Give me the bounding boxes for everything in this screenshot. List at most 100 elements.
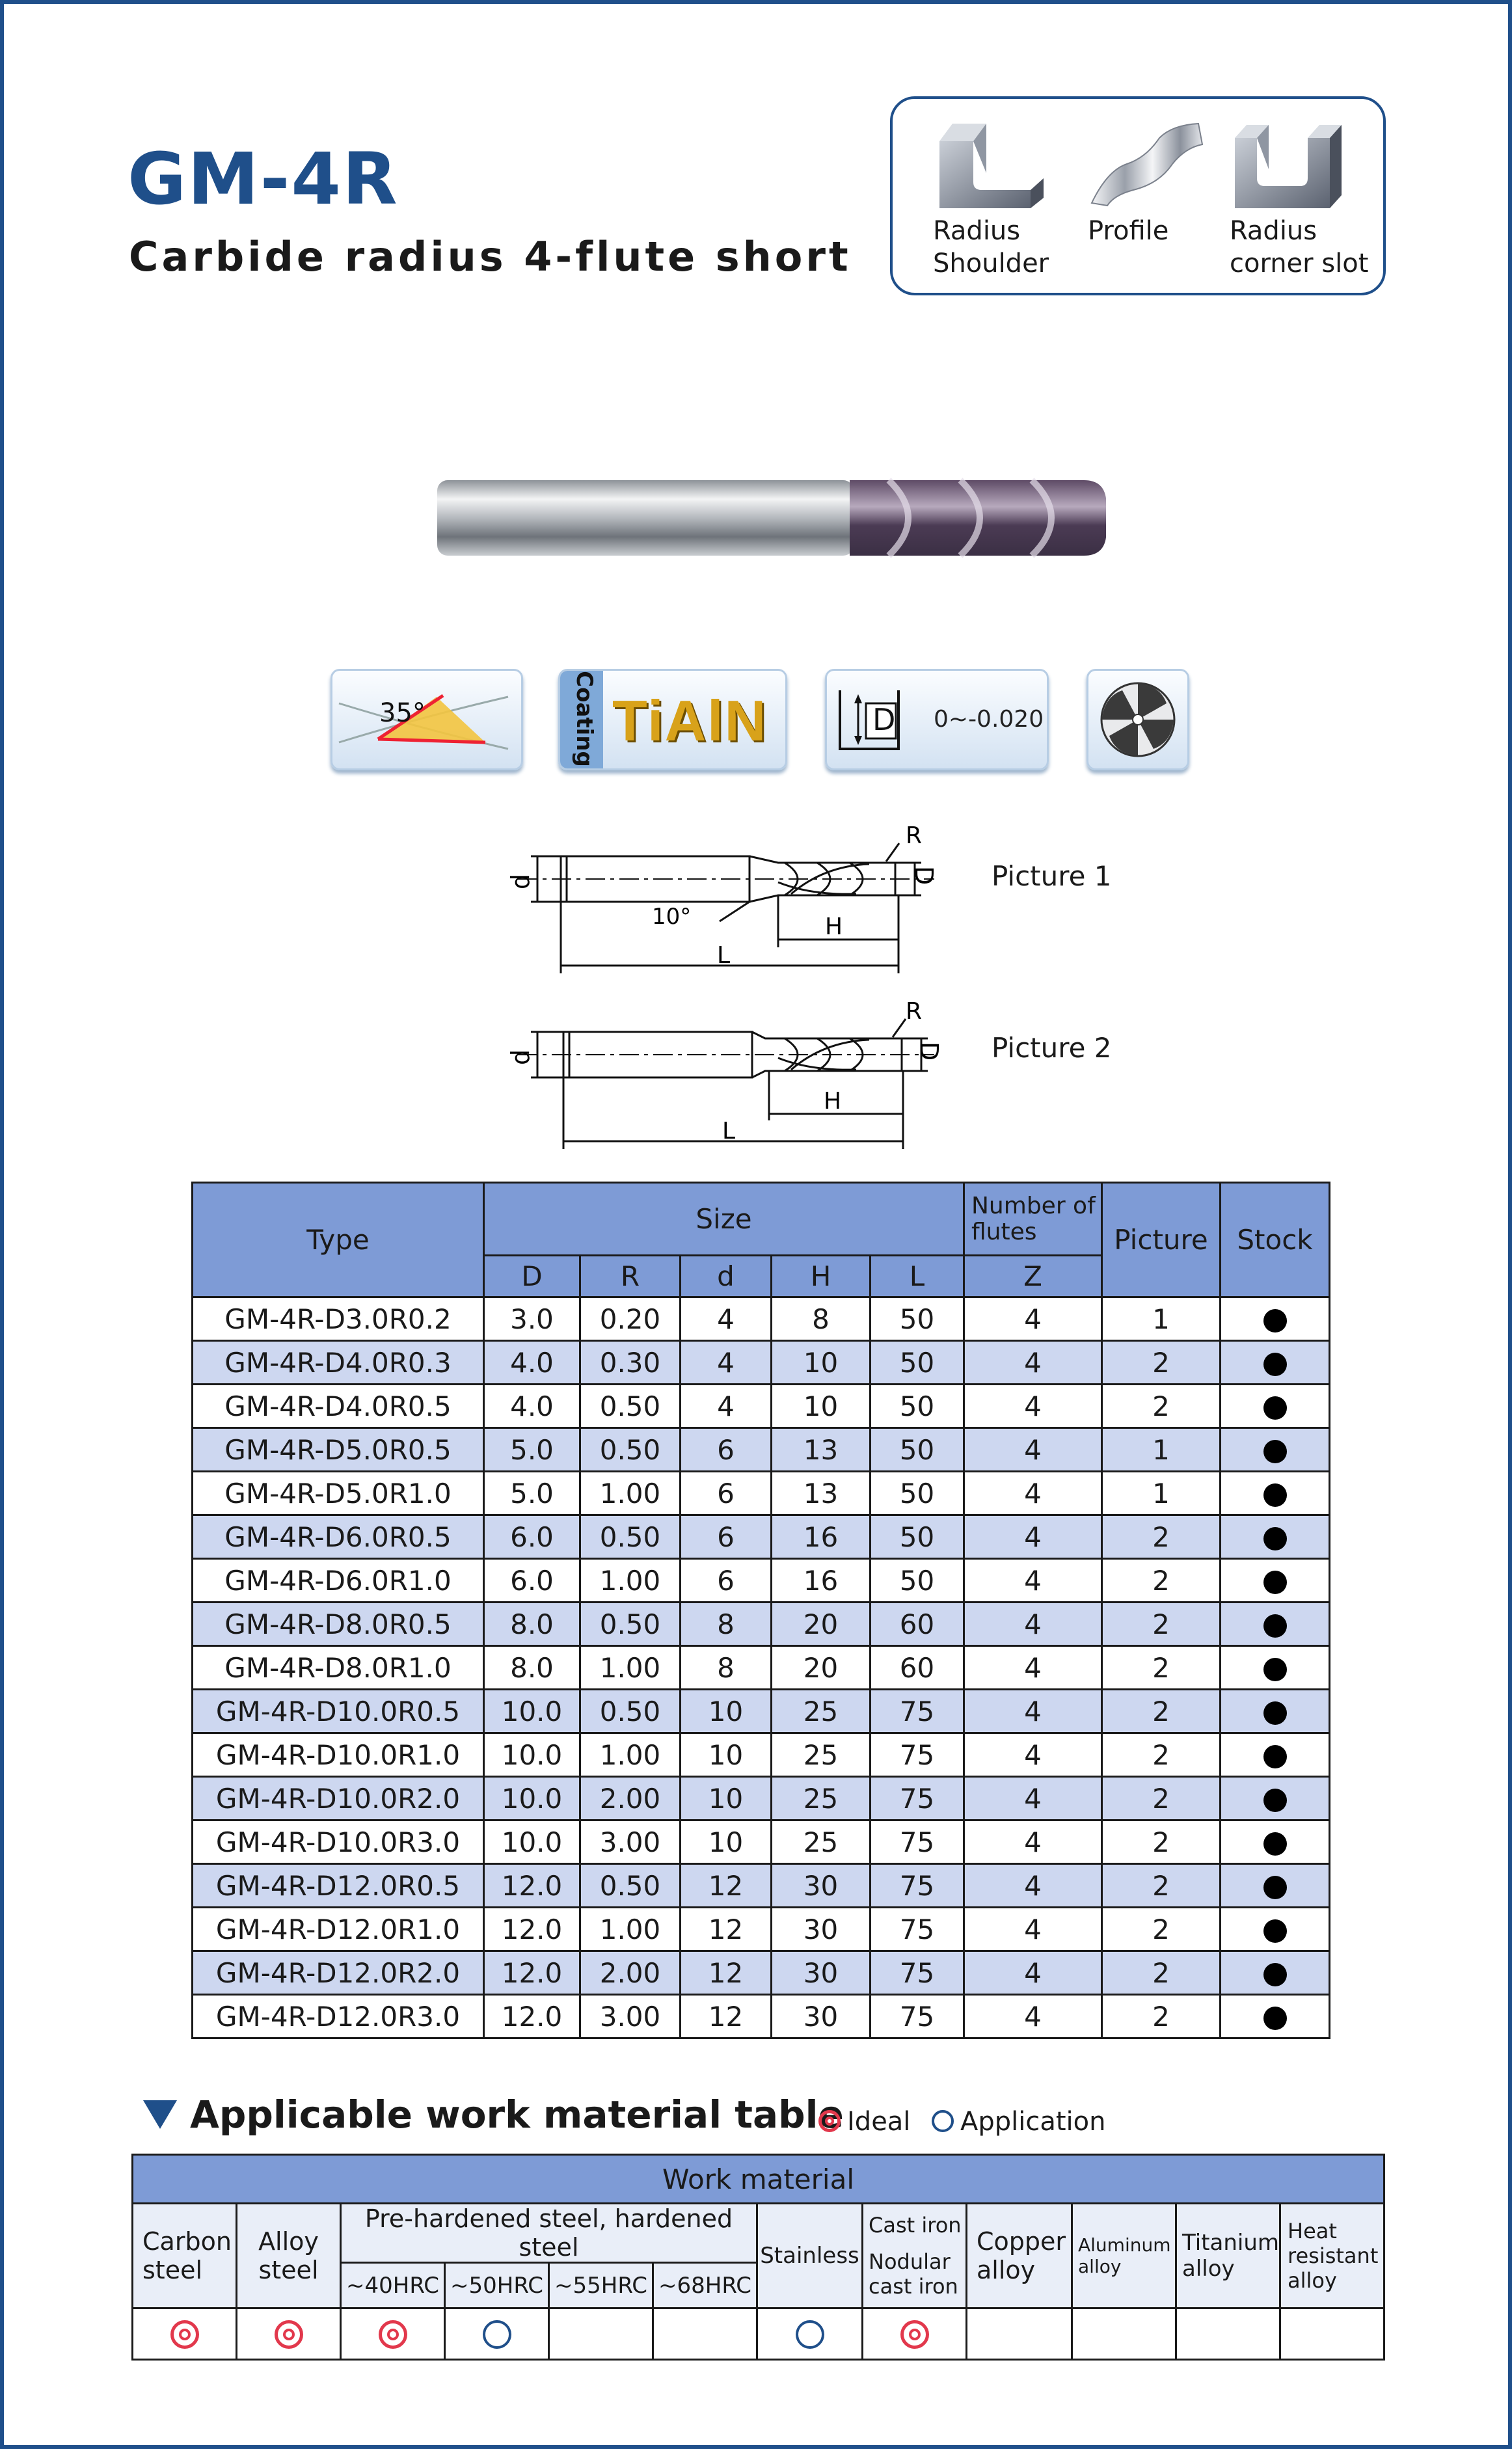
stock-dot-icon [1263, 1745, 1287, 1768]
table-cell: 10 [679, 1732, 772, 1778]
table-cell: 10 [679, 1688, 772, 1734]
table-cell: 0.20 [579, 1296, 681, 1342]
coating-name: TiAlN [612, 688, 768, 753]
col-stock-header: Stock [1219, 1182, 1330, 1298]
table-cell: 12 [679, 1863, 772, 1908]
operation-label-line1: Radius [1230, 216, 1317, 246]
table-cell: 2 [1101, 1819, 1221, 1865]
table-cell: 10 [770, 1383, 871, 1429]
ideal-double-circle-icon [170, 2320, 199, 2349]
table-cell: 5.0 [483, 1470, 581, 1516]
dim-R-label: R [906, 998, 922, 1025]
coating-label: Coating [571, 671, 597, 767]
stock-dot-icon [1263, 1571, 1287, 1594]
table-cell: 50 [869, 1470, 965, 1516]
table-cell: 6.0 [483, 1514, 581, 1560]
table-cell: 4 [963, 1732, 1103, 1778]
table-cell: 3.0 [483, 1296, 581, 1342]
table-cell: GM-4R-D12.0R3.0 [191, 1994, 485, 2039]
page-subtitle: Carbide radius 4-flute short [129, 233, 852, 280]
legend-application: Application [932, 2107, 1106, 2137]
table-cell: 20 [770, 1645, 871, 1690]
ideal-double-circle-icon [818, 2110, 841, 2132]
table-cell: 25 [770, 1732, 871, 1778]
stock-cell [1219, 1514, 1330, 1560]
flutes-header-line2: flutes [971, 1218, 1037, 1245]
table-cell: 10.0 [483, 1776, 581, 1821]
stock-dot-icon [1263, 1396, 1287, 1420]
stock-dot-icon [1263, 1876, 1287, 1899]
tolerance-symbol: D [872, 702, 896, 737]
table-cell: 25 [770, 1819, 871, 1865]
table-cell: 4 [963, 1427, 1103, 1472]
table-cell: 8 [679, 1645, 772, 1690]
table-cell: GM-4R-D10.0R3.0 [191, 1819, 485, 1865]
aluminum-line2: alloy [1078, 2256, 1122, 2277]
stock-cell [1219, 1863, 1330, 1908]
dim-H-label: H [825, 913, 843, 940]
table-cell: 3.00 [579, 1819, 681, 1865]
table-cell: 2 [1101, 1950, 1221, 1996]
table-cell: 60 [869, 1601, 965, 1647]
col-50hrc: ~50HRC [444, 2262, 550, 2309]
helix-angle-icon [338, 694, 509, 750]
dim-D-label: D [910, 866, 938, 885]
heat-line2: resistant [1288, 2243, 1379, 2268]
col-40hrc: ~40HRC [340, 2262, 446, 2309]
technical-drawing-2: d D R H L [506, 998, 943, 1149]
table-cell: 1 [1101, 1470, 1221, 1516]
dim-D-label: D [915, 1042, 943, 1061]
material-mark-cell [444, 2307, 550, 2361]
stock-cell [1219, 1645, 1330, 1690]
tolerance-badge: D 0~-0.020 [825, 669, 1049, 770]
table-cell: GM-4R-D8.0R1.0 [191, 1645, 485, 1690]
col-H-header: H [770, 1254, 871, 1298]
material-mark-cell [131, 2307, 237, 2361]
page-title: GM-4R [128, 137, 399, 221]
dim-angle-label: 10° [652, 904, 691, 930]
table-cell: 4 [963, 1863, 1103, 1908]
material-mark-cell [548, 2307, 654, 2361]
stock-dot-icon [1263, 1658, 1287, 1681]
dim-H-label: H [824, 1088, 841, 1115]
table-cell: GM-4R-D4.0R0.5 [191, 1383, 485, 1429]
end-mill-photo [437, 478, 1106, 558]
table-cell: 4 [963, 1994, 1103, 2039]
flutes-header-line1: Number of [971, 1192, 1096, 1219]
table-cell: 75 [869, 1776, 965, 1821]
table-cell: GM-4R-D10.0R2.0 [191, 1776, 485, 1821]
stock-cell [1219, 1296, 1330, 1342]
table-cell: 75 [869, 1863, 965, 1908]
stock-cell [1219, 1819, 1330, 1865]
table-cell: 6.0 [483, 1558, 581, 1603]
table-cell: 2 [1101, 1863, 1221, 1908]
table-cell: 0.50 [579, 1601, 681, 1647]
table-cell: 2 [1101, 1601, 1221, 1647]
heat-line3: alloy [1288, 2268, 1337, 2293]
operation-label-line2: Shoulder [933, 249, 1049, 278]
table-cell: 2 [1101, 1383, 1221, 1429]
stock-cell [1219, 1688, 1330, 1734]
stock-cell [1219, 1340, 1330, 1385]
table-cell: 12.0 [483, 1994, 581, 2039]
helix-angle-badge: 35° [331, 669, 523, 770]
table-cell: 30 [770, 1994, 871, 2039]
table-cell: 0.50 [579, 1688, 681, 1734]
table-cell: 50 [869, 1296, 965, 1342]
table-cell: 0.30 [579, 1340, 681, 1385]
stock-dot-icon [1263, 1353, 1287, 1376]
table-cell: 0.50 [579, 1427, 681, 1472]
stock-dot-icon [1263, 1440, 1287, 1463]
table-cell: GM-4R-D12.0R1.0 [191, 1906, 485, 1952]
carbon-line1: Carbon [142, 2227, 232, 2256]
table-cell: 8 [679, 1601, 772, 1647]
stock-cell [1219, 1601, 1330, 1647]
table-cell: 12.0 [483, 1863, 581, 1908]
